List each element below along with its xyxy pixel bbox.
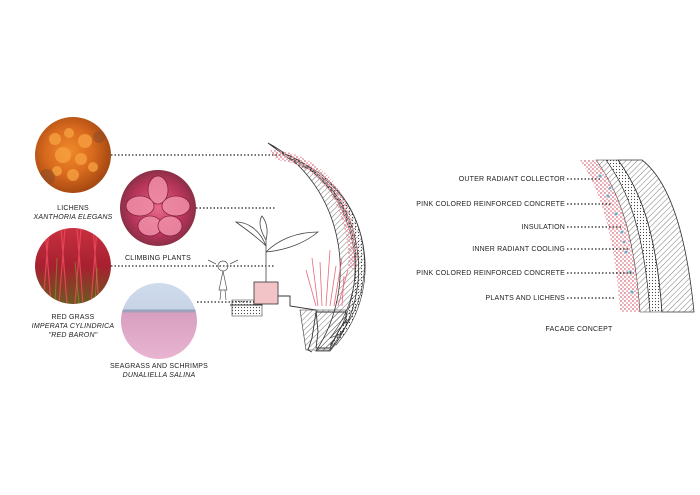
red-grass-drawing [305, 249, 349, 307]
facade-concept-title: FACADE CONCEPT [545, 326, 613, 333]
leaf-texture-icon [125, 175, 191, 237]
seagrass-photo [121, 283, 197, 359]
climbing-plants-label: CLIMBING PLANTS [125, 254, 191, 263]
red-grass-common-name: RED GRASS [51, 314, 95, 321]
facade-leaders [567, 178, 634, 299]
seagrass-common-name: SEAGRASS AND SCHRIMPS [110, 363, 208, 370]
facade-detail [580, 159, 695, 313]
facade-layer-label-4: INNER RADIANT COOLING [472, 246, 565, 253]
facade-layer-label-3: INSULATION [521, 224, 565, 231]
facade-pink-band [580, 160, 640, 312]
person-figure [207, 259, 239, 301]
red-grass-photo [35, 228, 111, 304]
lichens-common-name: LICHENS [57, 205, 89, 212]
leader-lines [111, 154, 285, 303]
climbing-plants-common-name: CLIMBING PLANTS [124, 255, 192, 262]
facade-cyan-dots [598, 174, 634, 294]
floor-hatch [299, 309, 347, 351]
seagrass-label: SEAGRASS AND SCHRIMPS DUNALIELLA SALINA [110, 362, 208, 380]
climbing-plant-drawing [234, 215, 320, 282]
shell-section [207, 142, 366, 353]
red-grass-label: RED GRASS IMPERATA CYLINDRICA "RED BARON… [32, 313, 115, 340]
climbing-plants-photo [120, 170, 196, 246]
facade-layer-label-2: PINK COLORED REINFORCED CONCRETE [416, 201, 565, 208]
facade-layer-label-6: PLANTS AND LICHENS [485, 295, 565, 302]
lichens-label: LICHENS XANTHORIA ELEGANS [34, 204, 113, 222]
facade-layer-label-5: PINK COLORED REINFORCED CONCRETE [416, 270, 565, 277]
planter-pot [253, 281, 279, 305]
red-grass-cultivar-name: "RED BARON" [48, 332, 98, 339]
facade-layer-label-1: OUTER RADIANT COLLECTOR [458, 176, 565, 183]
grass-texture-icon [42, 228, 100, 304]
seagrass-latin-name: DUNALIELLA SALINA [122, 372, 196, 379]
lichens-latin-name: XANTHORIA ELEGANS [33, 214, 113, 221]
shell-pink-layer [270, 150, 358, 270]
red-grass-latin-name: IMPERATA CYLINDRICA [31, 323, 115, 330]
